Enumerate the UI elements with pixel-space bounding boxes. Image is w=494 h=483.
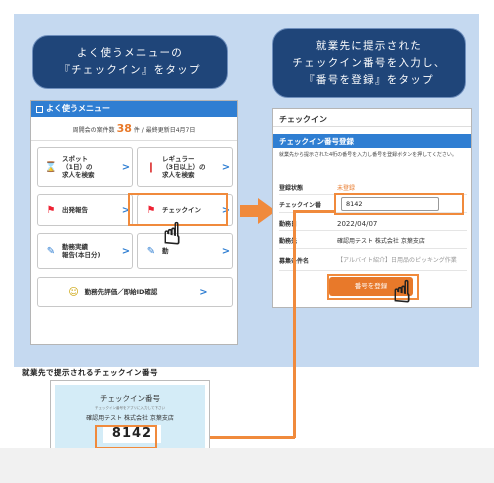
work-date-key: 勤務日 [279,221,298,228]
smile-icon: ☺ [68,286,79,298]
menu-item-evaluation[interactable]: ☺ 勤務先評価／即給ID確認 > [37,277,233,307]
job-count-line: 周開会の案件数 38 件 / 最終更新日4月7日 [31,117,237,141]
connector-horizontal [205,436,295,439]
menu-icon [36,105,43,113]
checkin-highlight [128,193,228,226]
spot-label-1: スポット [62,155,88,163]
chevron-right-icon: > [121,245,131,257]
job-name-value: 【アルバイト紹介】日用品のピッキング作業 [337,257,457,264]
callout-right-line1: 就業先に提示された [315,39,423,52]
spot-label-2: （1日）の [62,163,93,171]
clipboard-icon: ✎ [146,245,156,257]
chevron-right-icon: > [221,245,231,257]
tap-hand-icon: ☝ [392,275,412,310]
last-updated: / 最終更新日4月7日 [141,127,196,134]
menu-item-partial[interactable]: ✎ 勤 > [137,233,233,269]
status-key: 登録状態 [279,185,304,192]
menu-header-title: よく使うメニュー [46,104,110,113]
regular-label-2: （3日以上）の [162,163,206,171]
callout-left-line1: よく使うメニューの [76,47,184,59]
clipboard-icon: ✎ [46,245,56,257]
work-date-value: 2022/04/07 [337,219,378,228]
menu-header: よく使うメニュー [31,101,237,117]
work-report-label-1: 勤務実績 [62,243,88,251]
menu-grid: ⌛ スポット （1日）の 求人を検索 > ❙ レギュラー （3日以上）の 求人を… [37,147,233,337]
menu-item-departure-report[interactable]: ⚑ 出発報告 > [37,194,133,226]
checkin-description: 就業先から提示された4桁の番号を入力し番号を登録ボタンを押してください。 [279,152,457,158]
menu-item-regular-search[interactable]: ❙ レギュラー （3日以上）の 求人を検索 > [137,147,233,187]
checkin-number-input[interactable]: 8142 [341,197,439,211]
card-company: 確認用テスト 株式会社 京葉支店 [86,415,174,422]
checkin-section-title: チェックイン番号登録 [273,134,471,148]
checkin-title: チェックイン [273,109,471,127]
status-value: 未登録 [337,185,356,192]
checkin-label: チェックイン [162,206,201,214]
job-count-prefix: 周開会の案件数 [72,127,115,134]
chevron-right-icon: > [121,204,131,216]
job-name-key: 募集条件名 [279,256,337,265]
connector-top [293,210,335,213]
departure-label: 出発報告 [62,206,88,214]
chevron-right-icon: > [199,286,208,298]
card-title: チェックイン番号 [100,394,160,403]
checkin-number-key: チェックイン番 [279,201,322,209]
spot-label-3: 求人を検索 [62,171,95,179]
chevron-right-icon: > [121,161,131,173]
bottom-bar [0,448,494,483]
menu-item-spot-search[interactable]: ⌛ スポット （1日）の 求人を検索 > [37,147,133,187]
callout-right-line2: チェックイン番号を入力し、 [292,56,446,69]
callout-right: 就業先に提示された チェックイン番号を入力し、 『番号を登録』をタップ [272,28,466,98]
card-small-text: チェックイン番号をアプリに入力して下さい [95,406,165,410]
job-count-value: 38 [116,122,132,135]
callout-right-line3: 『番号を登録』をタップ [304,73,434,86]
caption: 就業先で提示されるチェックイン番号 [22,368,158,377]
row-work-date: 勤務日 2022/04/07 [279,217,467,231]
register-highlight [327,274,419,300]
flag-icon: ⚑ [146,204,156,216]
row-checkin-number: チェックイン番 [279,196,467,213]
connector-vertical [293,210,296,438]
input-highlight [334,193,464,215]
evaluation-label: 勤務先評価／即給ID確認 [84,288,158,296]
arrow-body [240,205,260,217]
chevron-right-icon: > [221,204,231,216]
row-job-name: 募集条件名 【アルバイト紹介】日用品のピッキング作業 [279,251,467,271]
workplace-key: 勤務先 [279,238,298,245]
bars-icon: ❙ [146,161,156,173]
arrow-right-icon [258,198,276,224]
regular-label-3: 求人を検索 [162,171,195,179]
chevron-right-icon: > [221,161,231,173]
work-report-label-2: 報告(本日分) [62,251,101,259]
regular-label-1: レギュラー [162,155,195,163]
menu-screen: よく使うメニュー 周開会の案件数 38 件 / 最終更新日4月7日 ⌛ スポット… [30,100,238,345]
callout-left-line2: 『チェックイン』をタップ [59,64,201,76]
card-number: 8142 [103,425,161,443]
callout-left: よく使うメニューの 『チェックイン』をタップ [32,35,228,89]
job-count-unit: 件 [133,127,140,134]
menu-item-work-report[interactable]: ✎ 勤務実績 報告(本日分) > [37,233,133,269]
tap-hand-icon: ☝ [162,217,182,252]
row-workplace: 勤務先 確認用テスト 株式会社 京葉支店 [279,233,467,249]
hourglass-icon: ⌛ [44,161,58,173]
partial-label: 勤 [162,247,169,255]
register-number-button[interactable]: 番号を登録 [329,277,413,296]
card-number-highlight [95,425,157,449]
flag-icon: ⚑ [46,204,56,216]
workplace-value: 確認用テスト 株式会社 京葉支店 [337,238,425,245]
